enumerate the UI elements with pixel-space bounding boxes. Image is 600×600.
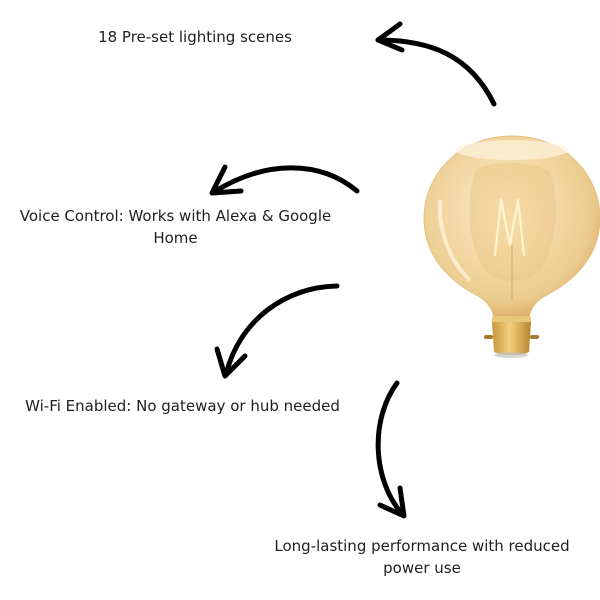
curved-arrow-icon [214,283,340,379]
feature-preset-scenes: 18 Pre-set lighting scenes [98,28,292,46]
curved-arrow-icon [209,164,360,196]
filament [493,198,526,257]
feature-long-lasting: Long-lasting performance with reduced po… [274,537,570,577]
feature-voice-control: Voice Control: Works with Alexa & Google… [19,207,332,247]
curved-arrow-icon [375,21,497,107]
bulb-base [484,316,539,358]
feature-wifi: Wi-Fi Enabled: No gateway or hub needed [25,397,340,415]
filament-globe-bulb-icon [423,135,600,358]
curved-arrow-icon [375,380,407,519]
